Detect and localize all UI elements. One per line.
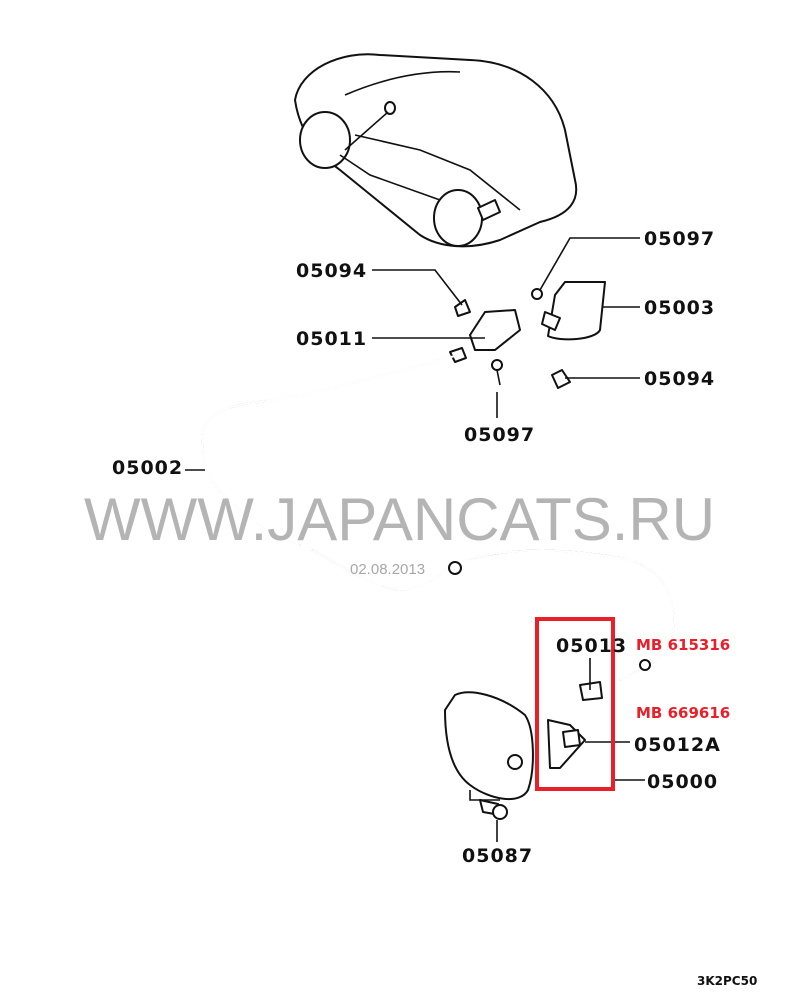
label-05094-left[interactable]: 05094 xyxy=(296,260,367,282)
diagram-code: 3K2PC50 xyxy=(697,974,757,988)
fuel-lid-door xyxy=(444,681,603,820)
label-05002[interactable]: 05002 xyxy=(112,457,183,479)
watermark: WWW.JAPANCATS.RU xyxy=(84,486,715,553)
leader-lines xyxy=(185,237,645,842)
watermark-date: 02.08.2013 xyxy=(350,561,425,578)
label-05087[interactable]: 05087 xyxy=(462,845,533,867)
highlight-box xyxy=(535,617,615,791)
label-05012a[interactable]: 05012A xyxy=(634,734,721,756)
label-05003[interactable]: 05003 xyxy=(644,297,715,319)
car-illustration xyxy=(294,53,578,248)
label-05011[interactable]: 05011 xyxy=(296,328,367,350)
label-05013[interactable]: 05013 xyxy=(556,635,627,657)
fuel-lid-upper-parts xyxy=(449,281,606,389)
label-05000[interactable]: 05000 xyxy=(647,771,718,793)
release-cable xyxy=(201,355,676,681)
label-05097-top[interactable]: 05097 xyxy=(644,228,715,250)
label-05097-bottom[interactable]: 05097 xyxy=(464,424,535,446)
part-number-mb669616: MB 669616 xyxy=(636,704,730,722)
part-number-mb615316: MB 615316 xyxy=(636,636,730,654)
label-05094-right[interactable]: 05094 xyxy=(644,368,715,390)
